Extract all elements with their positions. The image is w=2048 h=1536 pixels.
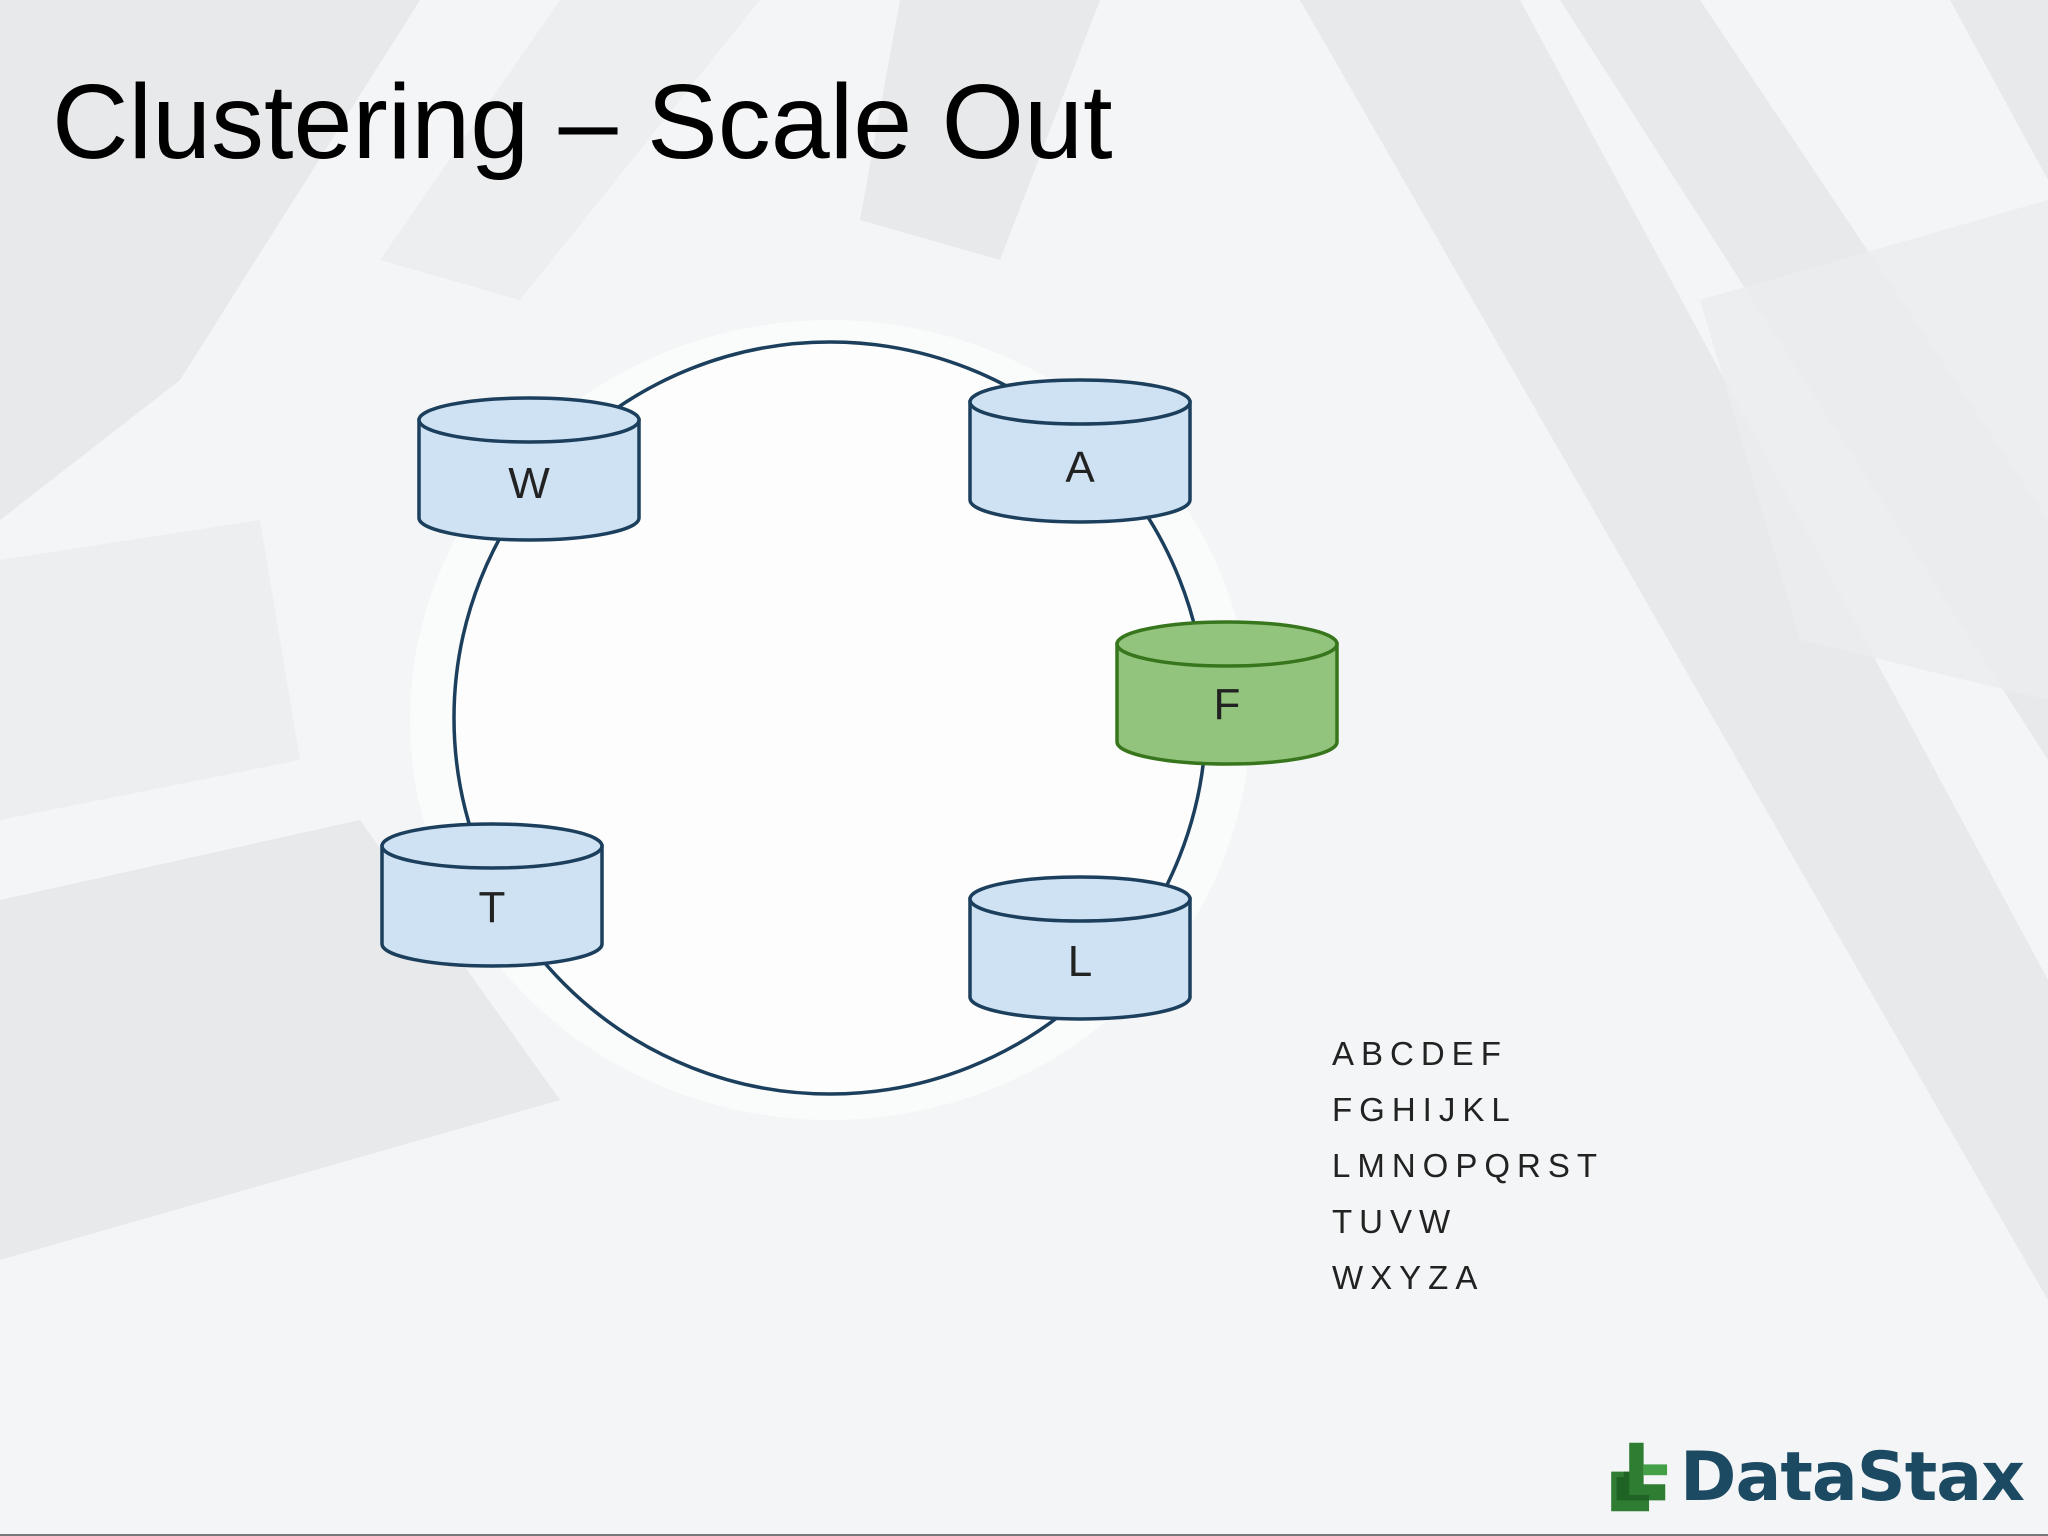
node-a: A [968,378,1192,524]
node-label-w: W [508,459,550,508]
node-label-a: A [1065,443,1095,492]
node-label-l: L [1068,937,1092,986]
node-label-t: T [479,883,506,932]
node-w: W [417,396,641,542]
datastax-logo: DataStax [1604,1432,2025,1522]
token-range: TUVW [1332,1203,1458,1240]
token-range-list: ABCDEF FGHIJKL LMNOPQRST TUVW WXYZA [1332,1026,1604,1306]
bottom-rule [0,1534,2048,1536]
node-label-f: F [1214,680,1241,729]
logo-text: DataStax [1680,1437,2025,1517]
node-t: T [380,822,604,968]
token-range: FGHIJKL [1332,1091,1517,1128]
node-l: L [968,875,1192,1021]
token-range: WXYZA [1332,1259,1485,1296]
token-range: LMNOPQRST [1332,1147,1605,1184]
node-f-new: F [1115,620,1339,766]
token-range: ABCDEF [1332,1035,1508,1072]
slide-title: Clustering – Scale Out [52,63,1113,181]
datastax-logo-mark-icon [1611,1442,1668,1512]
